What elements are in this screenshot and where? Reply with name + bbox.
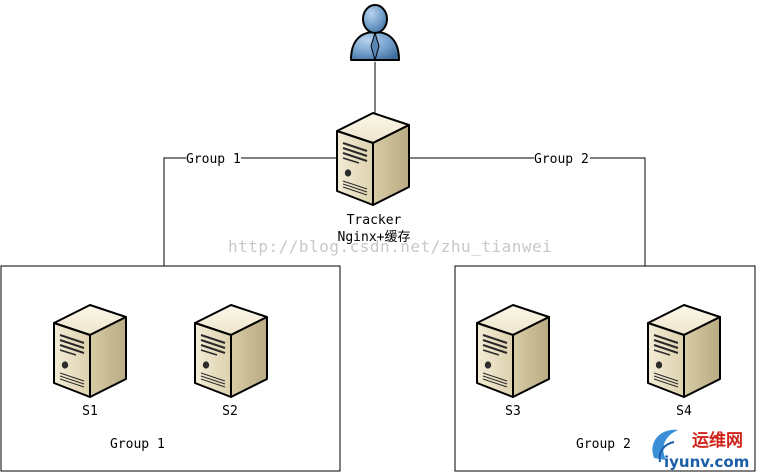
tracker-link-right-label: Group 2 <box>534 152 589 167</box>
tracker-label: Tracker <box>347 213 402 228</box>
group1-label: Group 1 <box>110 437 165 452</box>
server-s3-icon <box>476 304 550 398</box>
tracker-to-group1-line <box>163 157 186 266</box>
brand-logo: 运维网 iyunv.com <box>652 429 749 471</box>
tracker-sublabel: Nginx+缓存 <box>338 230 411 245</box>
server-s4-icon <box>647 304 721 398</box>
watermark-text: http://blog.csdn.net/zhu_tianwei <box>228 237 552 256</box>
server-s4-label: S4 <box>676 404 692 419</box>
group1-box <box>0 265 341 472</box>
user-icon <box>350 4 400 62</box>
group2-label: Group 2 <box>576 437 631 452</box>
server-s1-icon <box>53 304 127 398</box>
brand-name-cn: 运维网 <box>692 430 743 451</box>
group2-box <box>454 265 756 472</box>
server-s1-label: S1 <box>82 404 98 419</box>
server-s3-label: S3 <box>505 404 521 419</box>
brand-swoosh-icon <box>652 429 678 460</box>
brand-domain: iyunv.com <box>664 453 749 471</box>
tracker-server-icon <box>336 112 410 206</box>
tracker-to-group2-line <box>590 157 646 266</box>
server-s2-icon <box>194 304 268 398</box>
tracker-link-left-label: Group 1 <box>186 152 241 167</box>
server-s2-label: S2 <box>222 404 238 419</box>
